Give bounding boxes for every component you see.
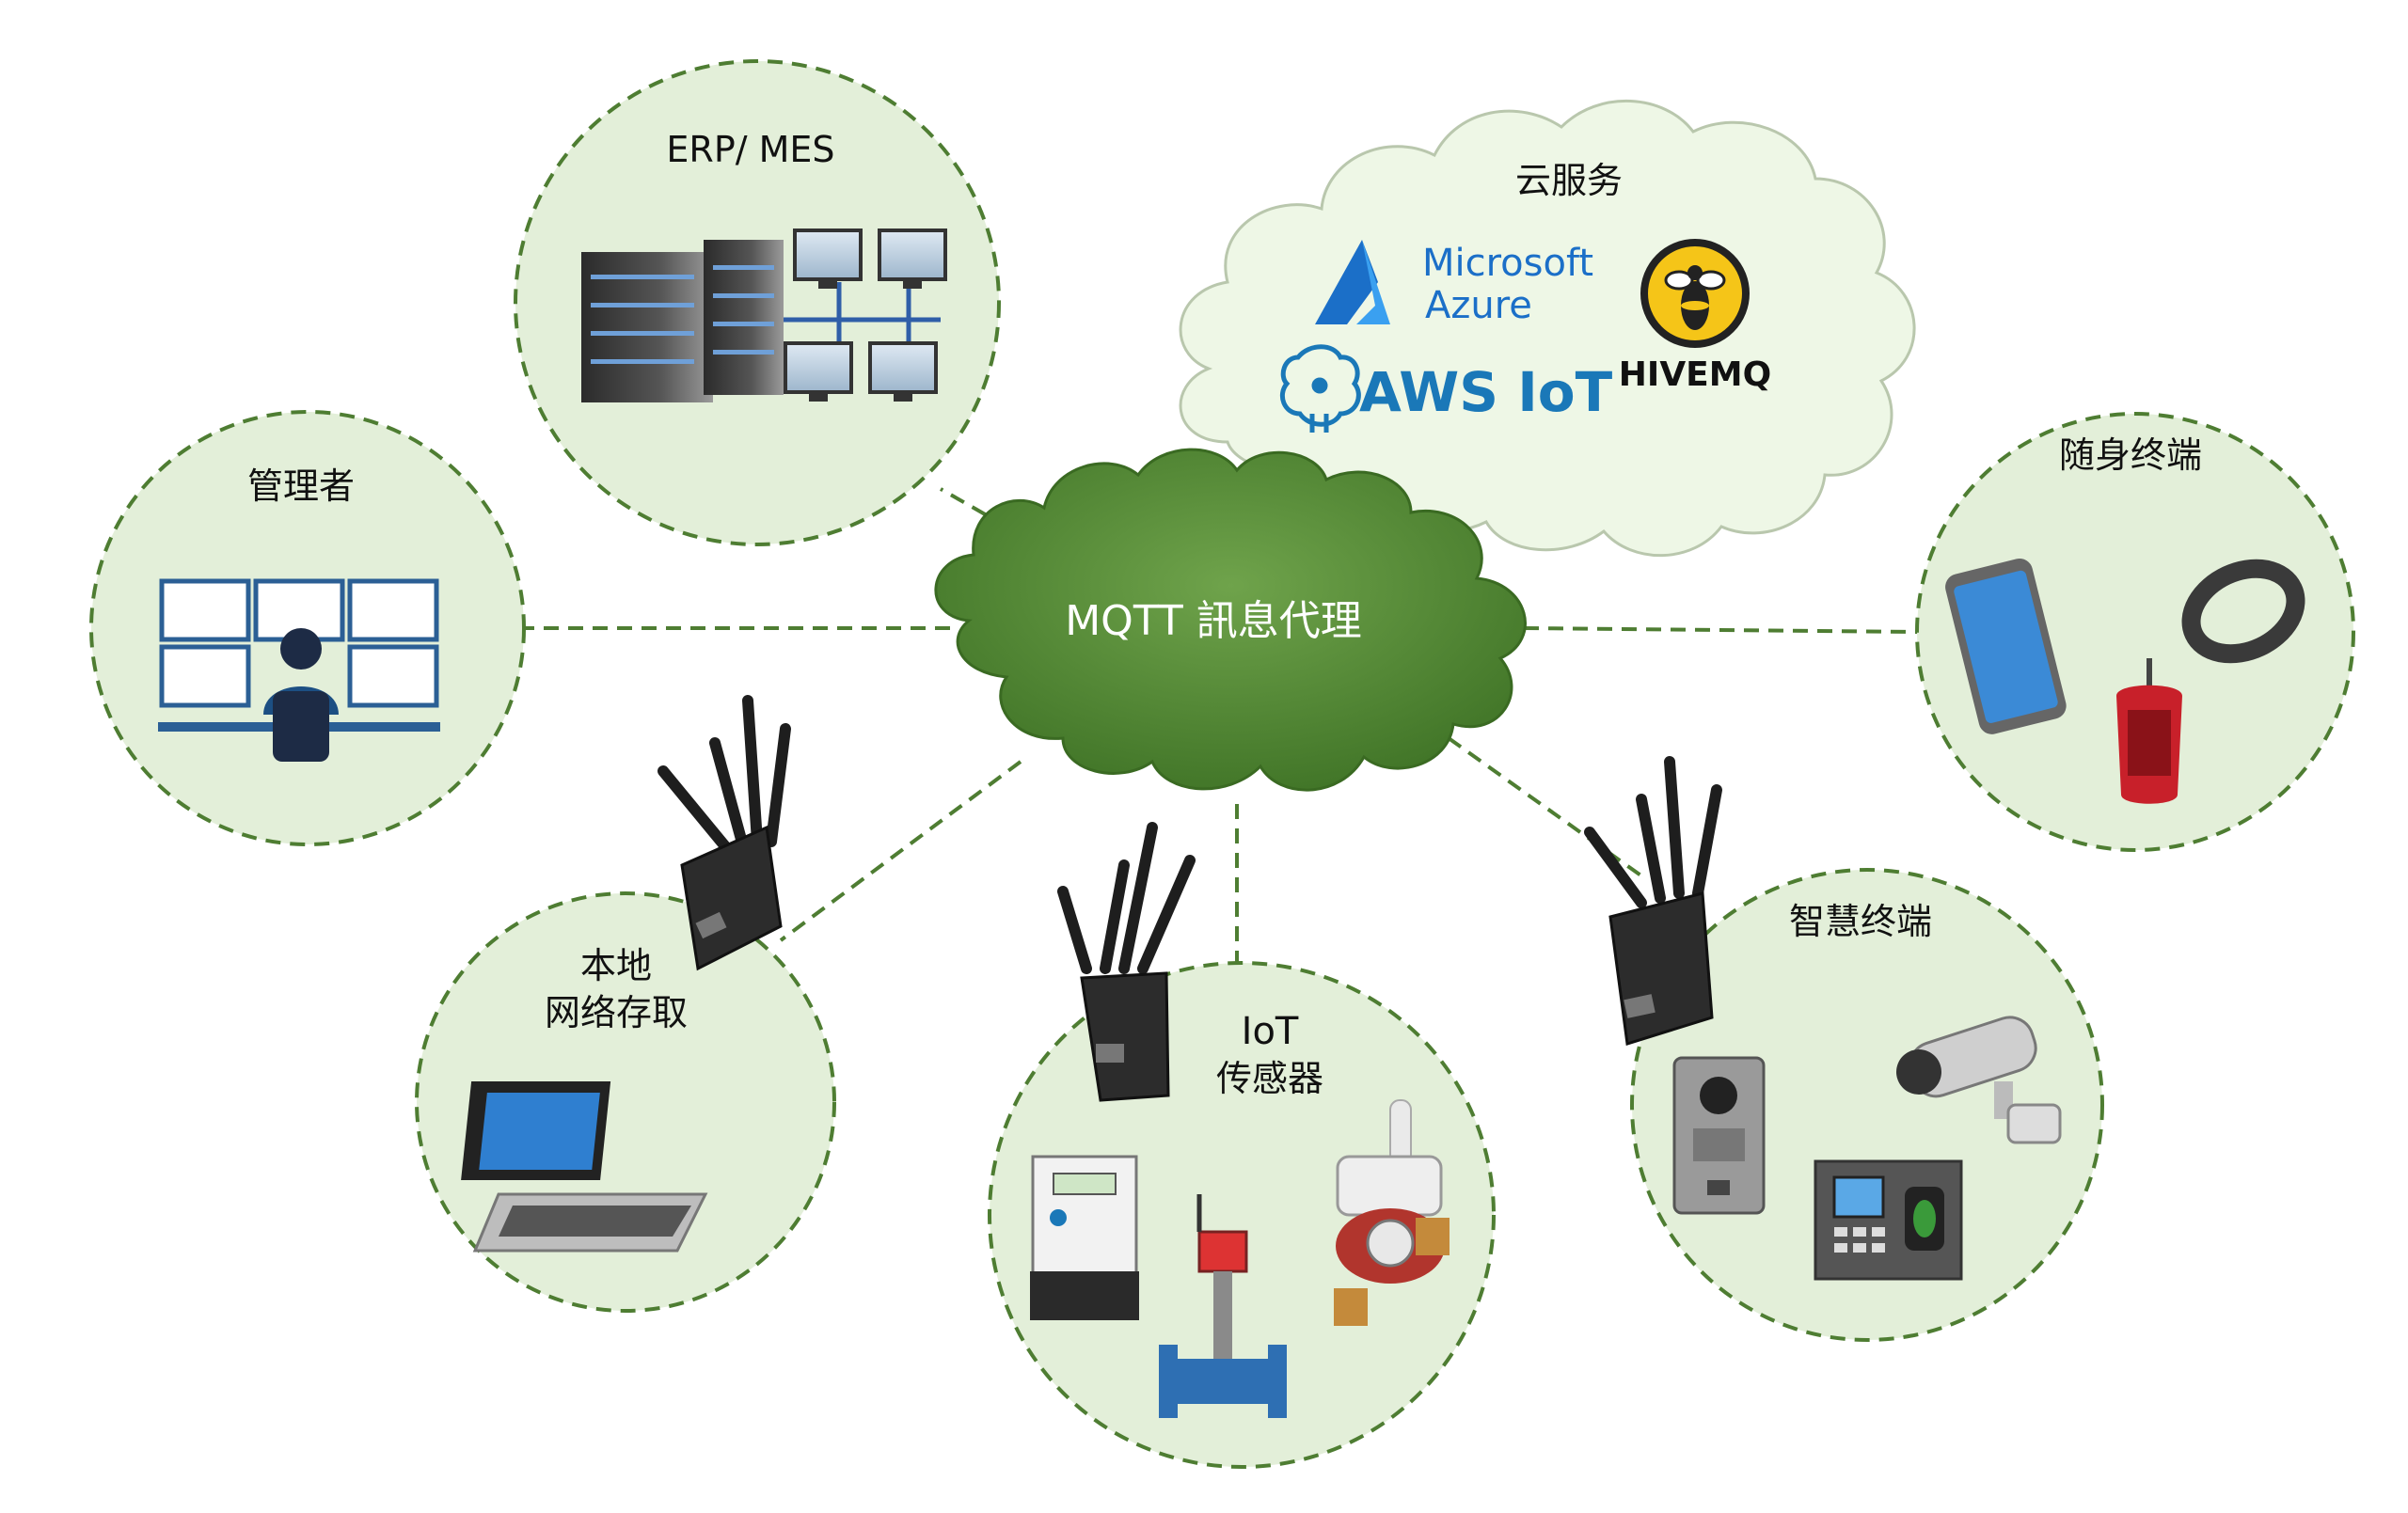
iot-node: IoT 传感器 — [1030, 822, 1450, 1418]
nas-label-line2: 网络存取 — [545, 992, 688, 1033]
monitor-network-icon — [784, 229, 947, 402]
manager-label: 管理者 — [247, 465, 355, 507]
erp-node: ERP/ MES — [581, 129, 947, 402]
aws-iot-icon — [1280, 344, 1361, 433]
smart-circle — [1630, 868, 2104, 1342]
azure-icon — [1315, 240, 1378, 324]
smart-label: 智慧终端 — [1789, 901, 1932, 942]
handheld-tag-icon — [2116, 658, 2182, 804]
microsoft-azure-logo: Microsoft Azure — [1315, 240, 1593, 327]
line-broker-nas — [779, 760, 1022, 942]
mobile-node: 随身终端 — [1945, 434, 2305, 804]
aws-iot-logo: AWS IoT — [1280, 344, 1613, 433]
nas-node: 本地 网络存取 — [461, 695, 791, 1253]
smart-node: 智慧终端 — [1584, 756, 2062, 1281]
azure-logo-text-2: Azure — [1425, 284, 1532, 327]
hivemq-logo-text: HIVEMQ — [1619, 355, 1771, 394]
cloud-services-shape — [1179, 100, 1916, 558]
nas-label-line1: 本地 — [580, 945, 652, 986]
mobile-circle — [1915, 412, 2355, 852]
operator-avatar — [280, 628, 322, 670]
iot-label-line1: IoT — [1242, 1010, 1299, 1053]
water-meter-icon — [1334, 1099, 1450, 1326]
intercom-icon — [1672, 1056, 1766, 1215]
mobile-label: 随身终端 — [2059, 434, 2202, 476]
line-broker-mobile — [1523, 626, 1920, 634]
cloud-services-label: 云服务 — [1515, 160, 1623, 201]
mqtt-broker: MQTT 訊息代理 — [934, 448, 1527, 792]
iot-label-line2: 传感器 — [1216, 1058, 1323, 1099]
router-icon — [1057, 822, 1196, 1102]
line-broker-smart — [1447, 736, 1648, 881]
control-room-icon — [158, 578, 440, 762]
cloud-services: 云服务 Microsoft Azure HIVEMQ — [1179, 100, 1916, 558]
azure-logo-text-1: Microsoft — [1422, 242, 1593, 285]
hivemq-logo: HIVEMQ — [1619, 239, 1771, 394]
mqtt-broker-cloud-shape — [934, 448, 1527, 792]
fingerprint-terminal-icon — [1814, 1159, 1963, 1281]
security-camera-icon — [1896, 1016, 2062, 1144]
manager-node: 管理者 — [158, 465, 440, 762]
flow-meter-icon — [1159, 1194, 1287, 1418]
router-icon — [657, 695, 791, 971]
node-circles — [89, 59, 2355, 1469]
aws-iot-logo-text: AWS IoT — [1359, 360, 1613, 424]
router-icon — [1584, 756, 1722, 1046]
laptop-icon — [461, 1081, 708, 1253]
electric-meter-icon — [1030, 1155, 1139, 1320]
erp-label: ERP/ MES — [666, 129, 834, 170]
wristband-icon — [2181, 559, 2305, 664]
server-rack-icon — [581, 240, 784, 402]
smartphone-icon — [1945, 558, 2067, 734]
mqtt-broker-label: MQTT 訊息代理 — [1065, 597, 1362, 645]
